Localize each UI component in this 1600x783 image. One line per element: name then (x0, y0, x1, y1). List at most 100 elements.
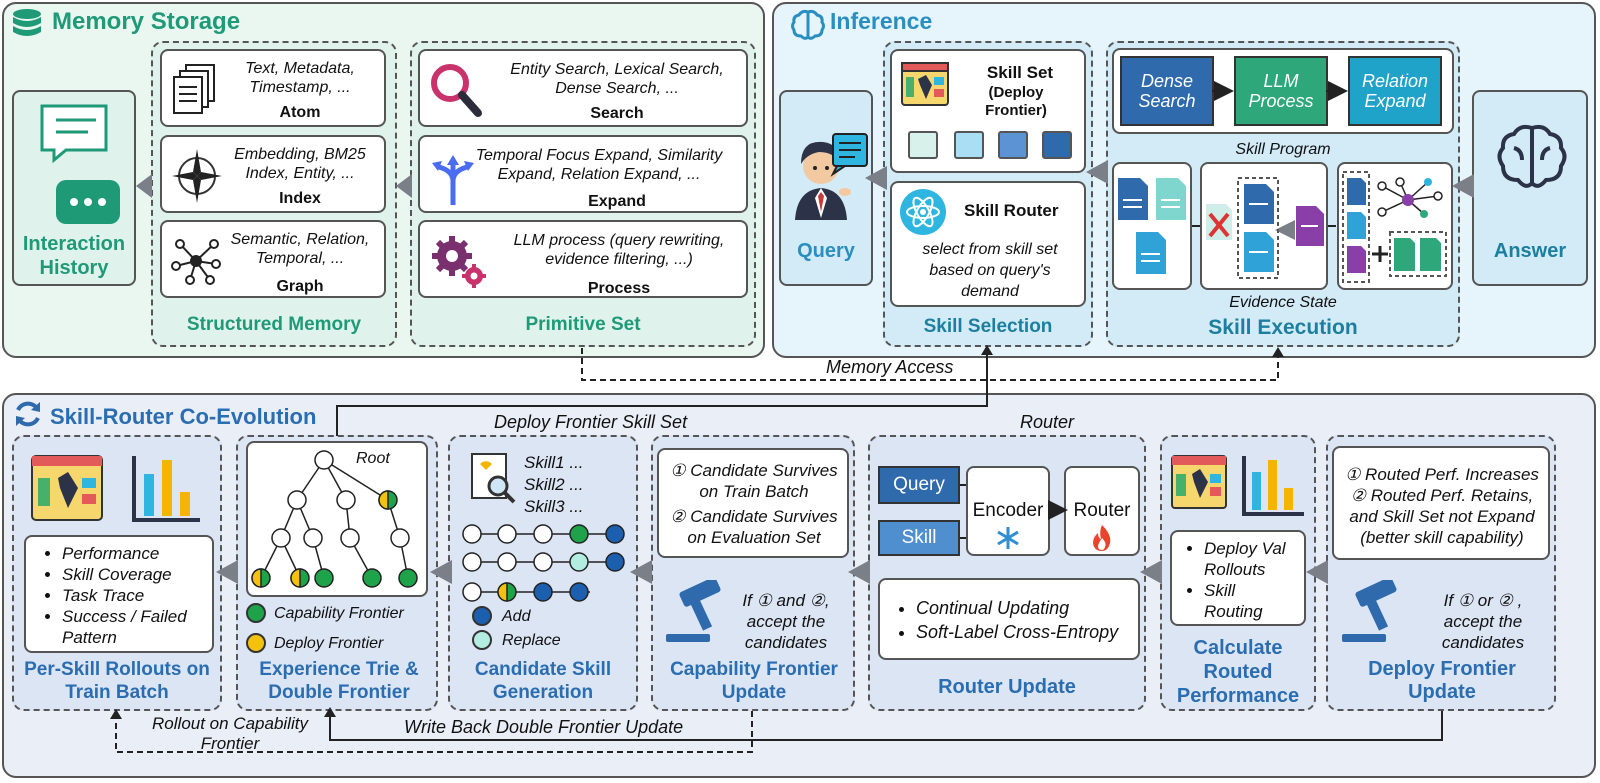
memory-access-label: Memory Access (826, 357, 954, 377)
capability-frontier-marker (246, 603, 266, 623)
candidate-skill-item: Skill3 ... (524, 497, 584, 516)
expand-name: Expand (588, 193, 646, 210)
skill-set-box: Skill Set (Deploy Frontier) (890, 49, 1086, 173)
search-box: Entity Search, Lexical Search, Dense Sea… (418, 49, 748, 127)
router-model-box: Router (1064, 466, 1140, 556)
candidate-title: Candidate Skill Generation (474, 659, 612, 703)
skill-execution-title: Skill Execution (1208, 316, 1358, 339)
router-update-list-box: Continual Updating Soft-Label Cross-Entr… (878, 578, 1140, 660)
magnifier-icon (428, 61, 484, 119)
per-skill-item: Task Trace (62, 585, 212, 606)
deploy-cond-2: ② Routed Perf. Retains, and Skill Set no… (1349, 486, 1535, 547)
graph-box: Semantic, Relation, Temporal, ... Graph (160, 220, 386, 298)
capability-update-title: Capability Frontier Update (670, 659, 838, 703)
skill-set-sub: (Deploy Frontier) (985, 84, 1047, 119)
answer-box: Answer (1472, 90, 1588, 286)
skill-router-desc: select from skill set based on query's d… (922, 241, 1058, 300)
encoder-box: Encoder (966, 466, 1050, 556)
primitive-set-title: Primitive Set (525, 314, 641, 335)
graph-desc: Semantic, Relation, Temporal, ... (230, 231, 370, 267)
candidate-skill-item: Skill1 ... (524, 453, 584, 472)
database-icon (10, 7, 44, 41)
graph-name: Graph (276, 278, 324, 295)
gears-icon (428, 234, 490, 290)
capability-rule: If ① and ②, accept the candidates (742, 591, 830, 652)
structured-memory-title: Structured Memory (186, 314, 362, 335)
split-arrows-icon (424, 155, 482, 207)
query-label: Query (797, 240, 855, 262)
add-label: Add (502, 608, 531, 625)
document-stack-icon (172, 63, 218, 117)
per-skill-title: Per-Skill Rollouts on Train Batch (24, 659, 210, 703)
evidence-box-2 (1200, 162, 1328, 290)
deploy-frontier-skill-set-label: Deploy Frontier Skill Set (494, 412, 688, 432)
inference-title: Inference (830, 8, 933, 34)
skill-set-label: Skill Set (986, 63, 1054, 82)
gavel-icon (664, 580, 730, 644)
atom-box: Text, Metadata, Timestamp, ... Atom (160, 49, 386, 127)
person-icon (787, 126, 869, 220)
capability-frontier-label: Capability Frontier (274, 605, 404, 622)
skill-palette-icon (900, 59, 952, 111)
search-desc: Entity Search, Lexical Search, Dense Sea… (510, 61, 724, 97)
routed-perf-title: Calculate Routed Performance (1176, 637, 1300, 707)
skill-chip-4 (1042, 131, 1072, 159)
evidence-box-3 (1337, 162, 1453, 290)
query-box: Query (779, 90, 873, 286)
write-back-label: Write Back Double Frontier Update (404, 717, 684, 737)
skill-router-box: Skill Router select from skill set based… (890, 181, 1086, 307)
skill-program-label: Skill Program (1235, 141, 1331, 158)
gavel-icon-2 (1340, 580, 1406, 644)
routed-perf-item: Skill Routing (1204, 580, 1264, 622)
encoder-label: Encoder (972, 500, 1044, 521)
trie-root-label: Root (356, 450, 390, 467)
replace-marker (472, 630, 492, 650)
candidate-skills: Skill1 ... Skill2 ... Skill3 ... (524, 452, 584, 518)
memory-storage-title: Memory Storage (52, 8, 241, 35)
answer-label: Answer (1493, 240, 1567, 262)
capability-conditions-box: ① Candidate Survives on Train Batch ② Ca… (657, 448, 849, 558)
brain-icon (790, 8, 826, 42)
router-update-item: Continual Updating (916, 596, 1118, 620)
routed-perf-list-box: Deploy Val Rollouts Skill Routing (1170, 530, 1306, 626)
router-skill-chip: Skill (878, 520, 960, 556)
trie-box (246, 441, 428, 597)
search-name: Search (590, 105, 644, 122)
routed-perf-item: Deploy Val Rollouts (1204, 538, 1322, 580)
index-box: Embedding, BM25 Index, Entity, ... Index (160, 135, 386, 213)
evidence-box-1 (1112, 162, 1192, 290)
skill-chip-1 (908, 131, 938, 159)
bar-chart-icon-2 (1240, 452, 1306, 518)
deploy-cond-1: ① Routed Perf. Increases (1345, 465, 1539, 484)
per-skill-item: Skill Coverage (62, 564, 212, 585)
rollout-label: Rollout on Capability Frontier (152, 714, 308, 753)
skill-chip-2 (954, 131, 984, 159)
graph-icon (170, 236, 222, 286)
skill-program-box: Dense Search LLM Process Relation Expand (1112, 48, 1454, 134)
skill-selection-title: Skill Selection (923, 316, 1053, 337)
router-edge-label: Router (1020, 412, 1075, 432)
router-update-item: Soft-Label Cross-Entropy (916, 620, 1118, 644)
chat-bubbles-icon (28, 100, 124, 230)
brain-answer-icon (1494, 122, 1570, 194)
add-marker (472, 606, 492, 626)
atom-icon (898, 187, 948, 237)
per-skill-item: Success / Failed Pattern (62, 606, 212, 648)
atom-desc: Text, Metadata, Timestamp, ... (245, 60, 355, 96)
capability-cond-2: ② Candidate Survives on Evaluation Set (670, 507, 838, 547)
per-skill-item: Performance (62, 543, 212, 564)
refresh-icon (12, 398, 44, 430)
index-desc: Embedding, BM25 Index, Entity, ... (234, 146, 366, 182)
skill-palette-icon-2 (30, 450, 110, 526)
skill-chip-3 (998, 131, 1028, 159)
deploy-frontier-marker (246, 633, 266, 653)
flame-icon (1092, 524, 1112, 552)
candidate-skill-item: Skill2 ... (524, 475, 584, 494)
router-query-chip: Query (878, 466, 960, 504)
snowflake-icon (996, 526, 1020, 550)
deploy-conditions-box: ① Routed Perf. Increases ② Routed Perf. … (1332, 446, 1550, 560)
interaction-history-label: Interaction History (22, 233, 126, 279)
dense-search-chip: Dense Search (1120, 56, 1214, 126)
co-evolution-title: Skill-Router Co-Evolution (50, 404, 317, 429)
skill-router-label: Skill Router (964, 201, 1059, 220)
